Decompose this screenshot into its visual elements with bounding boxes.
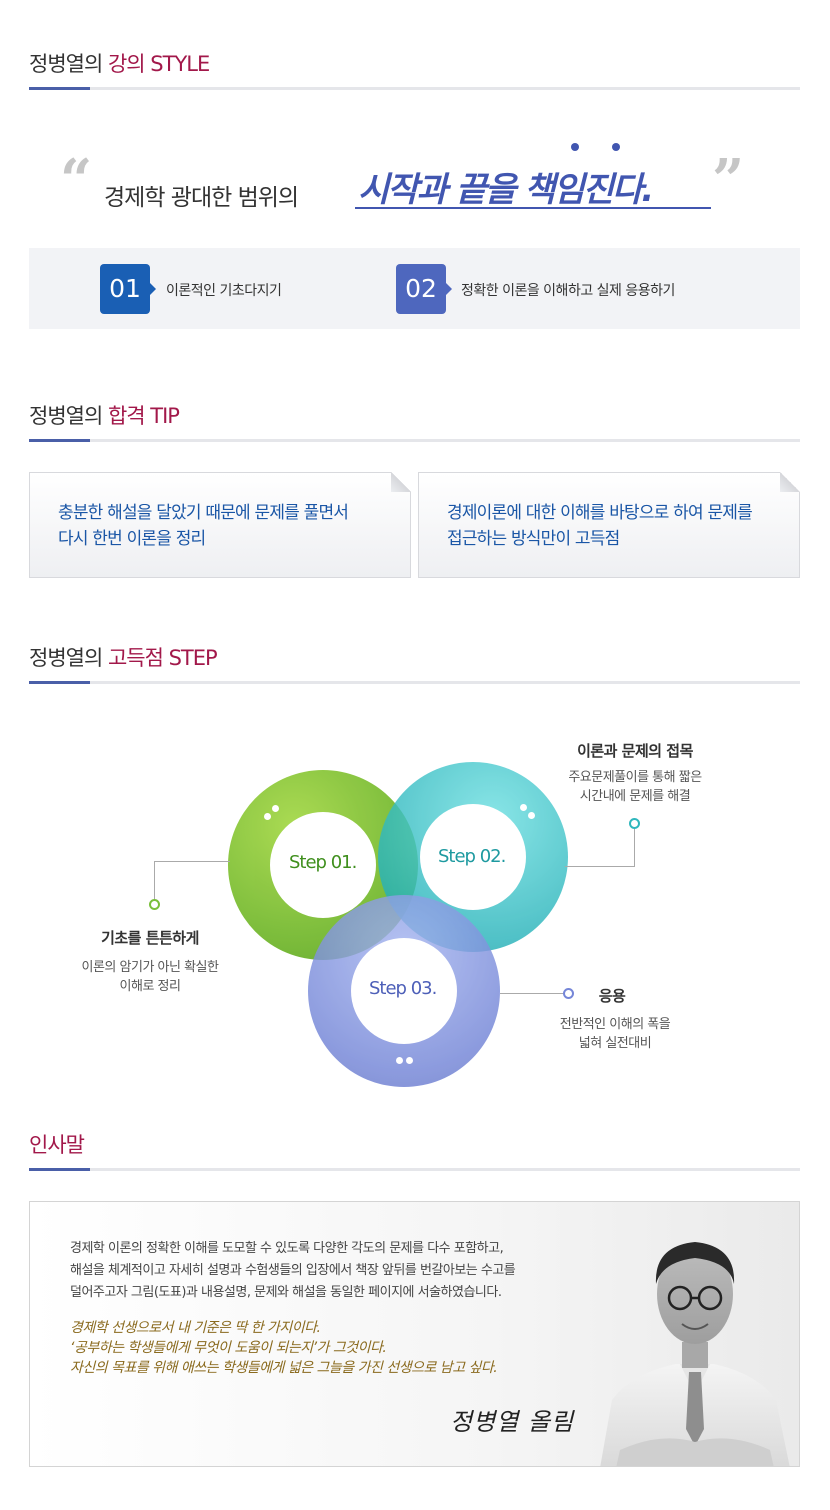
quote-emphasis-text: 시작과 끝을 책임진다. <box>358 170 654 210</box>
style-number-badge: 02 <box>396 264 452 314</box>
step-02-title: 이론과 문제의 접목 <box>577 742 693 760</box>
section-header-tip: 정병열의 합격 TIP <box>29 398 800 442</box>
step-01-title: 기초를 튼튼하게 <box>101 929 199 947</box>
step-diagram: Step 01. Step 02. Step 03. 기초를 튼튼하게 이론의 … <box>0 700 830 1100</box>
step-01-label: Step 01. <box>289 852 357 873</box>
greeting-box: 경제학 이론의 정확한 이해를 도모할 수 있도록 다양한 각도의 문제를 다수… <box>29 1201 800 1467</box>
section-header-greeting: 인사말 <box>29 1127 800 1171</box>
step-03-title: 응용 <box>598 987 626 1005</box>
page-fold-corner <box>780 472 800 492</box>
section-divider <box>29 439 800 442</box>
section-header-step: 정병열의 고득점 STEP <box>29 640 800 684</box>
section-divider <box>29 1168 800 1171</box>
quote-plain-text: 경제학 광대한 범위의 <box>104 185 299 211</box>
greeting-emphasis: 경제학 선생으로서 내 기준은 딱 한 가지이다. ‘공부하는 학생들에게 무엇… <box>70 1320 498 1376</box>
section-title-style: 정병열의 강의 STYLE <box>29 52 210 76</box>
step-03-ring <box>308 895 500 1087</box>
section-title-greeting: 인사말 <box>29 1133 85 1157</box>
step-02-node <box>629 818 640 829</box>
page-fold-corner <box>391 472 411 492</box>
quote-close-mark: ” <box>712 147 745 213</box>
emphasis-dot <box>612 143 620 151</box>
teacher-portrait <box>600 1242 790 1466</box>
style-item-label: 정확한 이론을 이해하고 실제 응용하기 <box>461 283 675 299</box>
section-divider <box>29 87 800 90</box>
style-number-badge: 01 <box>100 264 156 314</box>
quote-underline <box>355 207 711 209</box>
quote-open-mark: “ <box>60 147 93 213</box>
step-01-node <box>149 899 160 910</box>
step-03-node <box>563 988 574 999</box>
section-divider <box>29 681 800 684</box>
signature: 정병열 올림 <box>450 1408 575 1436</box>
emphasis-dot <box>571 143 579 151</box>
section-title-tip: 정병열의 합격 TIP <box>29 404 180 428</box>
greeting-paragraph: 경제학 이론의 정확한 이해를 도모할 수 있도록 다양한 각도의 문제를 다수… <box>70 1241 516 1300</box>
step-03-label: Step 03. <box>369 978 437 999</box>
section-header-style: 정병열의 강의 STYLE <box>29 46 800 90</box>
headline-quote: “ 경제학 광대한 범위의 시작과 끝을 책임진다. ” <box>60 143 760 220</box>
section-title-step: 정병열의 고득점 STEP <box>29 646 218 670</box>
style-items-box: 01 이론적인 기초다지기 02 정확한 이론을 이해하고 실제 응용하기 <box>29 248 800 329</box>
style-item-label: 이론적인 기초다지기 <box>166 283 282 299</box>
step-02-label: Step 02. <box>438 846 506 867</box>
